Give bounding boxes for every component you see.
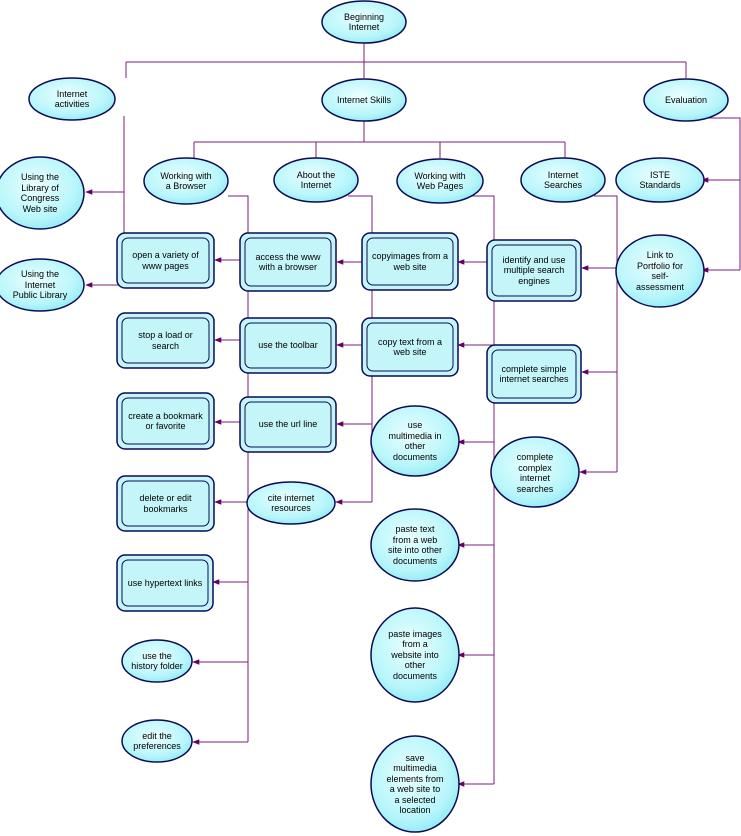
label-stop-load: stop a load or search bbox=[138, 330, 193, 351]
node-complete-complex bbox=[490, 436, 580, 508]
node-cite-resources bbox=[246, 481, 336, 525]
label-working-webpages: Working with Web Pages bbox=[414, 170, 466, 192]
node-use-multimedia bbox=[370, 405, 460, 477]
node-open-variety bbox=[116, 232, 215, 289]
label-paste-text: paste text from a web site into other do… bbox=[387, 524, 443, 566]
label-internet-searches: Internet Searches bbox=[543, 169, 583, 191]
label-portfolio: Link to Portfolio for self- assessment bbox=[635, 250, 685, 292]
label-working-browser: Working with a Browser bbox=[160, 170, 212, 192]
connector-about-trunk bbox=[348, 195, 373, 502]
label-cite-resources: cite internet resources bbox=[267, 492, 315, 514]
node-internet-searches bbox=[520, 157, 606, 203]
label-internet-activities: Internet activities bbox=[54, 88, 90, 110]
node-hypertext-links bbox=[116, 554, 214, 612]
node-iste-standards bbox=[615, 157, 705, 203]
label-create-bookmark: create a bookmark or favorite bbox=[128, 410, 203, 432]
label-beginning-internet: Beginning Internet bbox=[343, 11, 385, 33]
connector-skills-split bbox=[193, 118, 566, 158]
label-edit-preferences: edit the preferences bbox=[133, 730, 181, 752]
node-internet-activities bbox=[28, 77, 116, 121]
node-complete-simple bbox=[486, 344, 582, 404]
node-copy-images bbox=[361, 232, 459, 291]
label-evaluation: Evaluation bbox=[664, 94, 708, 105]
label-save-multimedia: save multimedia elements from a web site… bbox=[386, 752, 444, 816]
node-evaluation bbox=[643, 78, 729, 122]
node-identify-engines bbox=[486, 239, 582, 302]
label-library-congress: Using the Library of Congress Web site bbox=[20, 172, 60, 214]
node-portfolio bbox=[615, 234, 705, 308]
node-use-toolbar bbox=[239, 317, 337, 374]
node-save-multimedia bbox=[370, 735, 460, 833]
box-nodes bbox=[116, 232, 582, 612]
label-use-multimedia: use multimedia in other documents bbox=[388, 420, 442, 462]
node-public-library bbox=[0, 258, 85, 312]
label-identify-engines: identify and use multiple search engines bbox=[502, 254, 566, 286]
node-access-www bbox=[239, 232, 337, 292]
label-complete-simple: complete simple internet searches bbox=[499, 363, 569, 385]
label-open-variety: open a variety of www pages bbox=[132, 250, 199, 271]
node-delete-bookmarks bbox=[116, 475, 215, 532]
node-working-browser bbox=[143, 157, 229, 205]
node-history-folder bbox=[121, 639, 193, 683]
node-working-webpages bbox=[396, 158, 484, 204]
node-copy-text bbox=[361, 317, 459, 377]
connector-webpages-trunk bbox=[470, 195, 495, 784]
label-iste-standards: ISTE Standards bbox=[639, 169, 681, 191]
label-about-internet: About the Internet bbox=[296, 169, 336, 191]
connector-browser-trunk bbox=[228, 195, 249, 742]
node-paste-images bbox=[370, 607, 460, 703]
node-beginning-internet bbox=[321, 0, 407, 44]
node-create-bookmark bbox=[116, 392, 215, 450]
label-internet-skills: Internet Skills bbox=[336, 94, 392, 105]
label-copy-images: copyimages from a web site bbox=[371, 251, 449, 272]
label-use-url-line: use the url line bbox=[258, 419, 318, 430]
label-hypertext-links: use hypertext links bbox=[127, 577, 203, 588]
node-library-congress bbox=[0, 156, 85, 230]
label-public-library: Using the Internet Public Library bbox=[12, 269, 68, 301]
label-use-toolbar: use the toolbar bbox=[258, 340, 318, 351]
label-paste-images: paste images from a website into other d… bbox=[388, 628, 442, 681]
node-use-url-line bbox=[239, 396, 337, 453]
connector-root-to-level1 bbox=[125, 42, 687, 78]
label-copy-text: copy text from a web site bbox=[377, 336, 443, 358]
label-history-folder: use the history folder bbox=[131, 650, 183, 672]
node-about-internet bbox=[273, 157, 359, 203]
label-access-www: access the www with a browser bbox=[255, 251, 321, 273]
node-internet-skills bbox=[321, 78, 407, 122]
connector-searches-trunk bbox=[594, 195, 618, 472]
label-delete-bookmarks: delete or edit bookmarks bbox=[139, 493, 192, 514]
node-paste-text bbox=[370, 508, 460, 582]
node-edit-preferences bbox=[121, 719, 193, 763]
label-complete-complex: complete complex internet searches bbox=[516, 452, 554, 494]
node-stop-load bbox=[116, 312, 215, 369]
